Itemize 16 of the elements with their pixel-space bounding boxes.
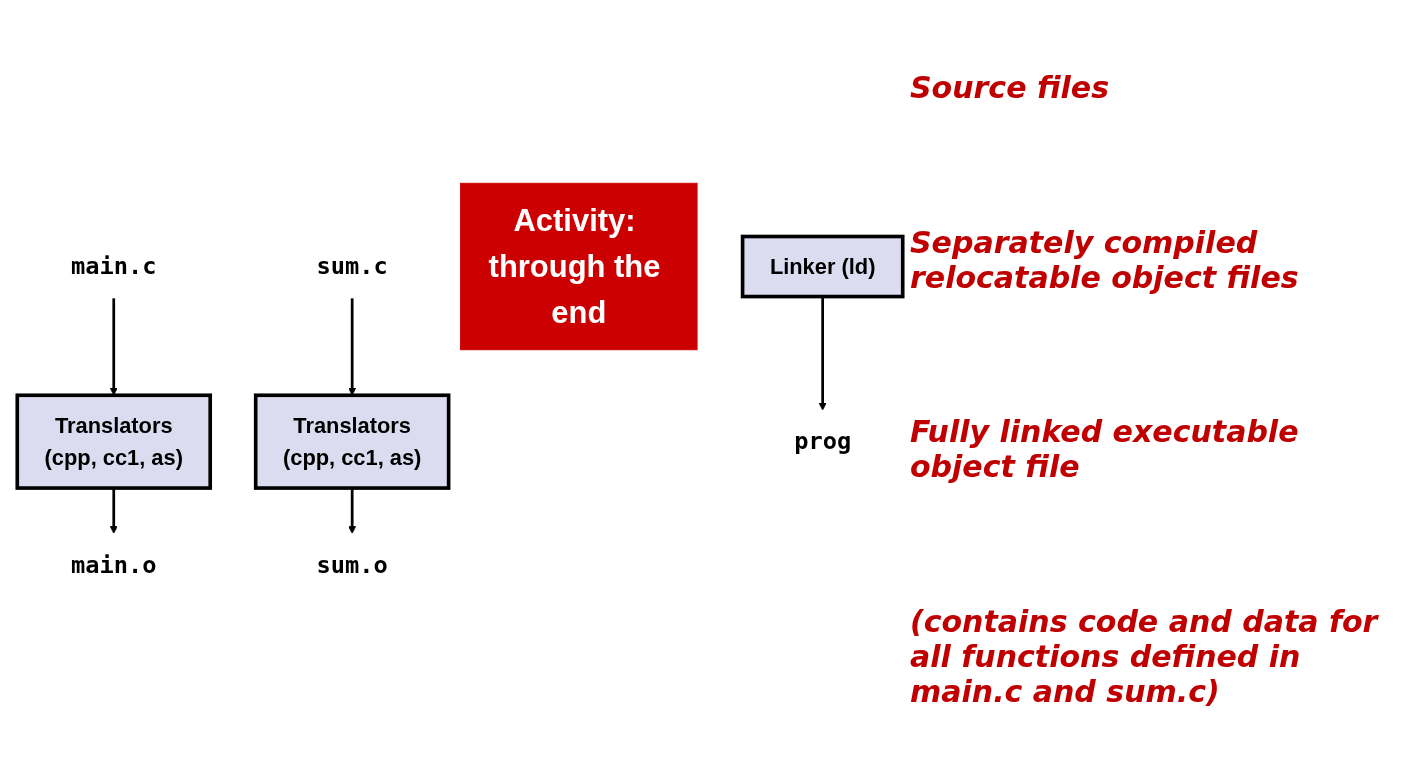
- node-box: Activity: through the end: [460, 182, 698, 350]
- node-box: Linker (ld): [740, 234, 905, 299]
- node-box: Translators (cpp, cc1, as): [15, 393, 213, 490]
- node-text: main.o: [71, 550, 157, 578]
- node-box: Translators (cpp, cc1, as): [253, 393, 451, 490]
- arrow: [818, 296, 827, 411]
- annotation-text: Source files: [910, 69, 1111, 105]
- node-text: prog: [794, 427, 852, 455]
- node-text: sum.c: [316, 252, 388, 280]
- node-text: main.c: [71, 252, 157, 280]
- annotation-text: Fully linked executable object file: [910, 414, 1300, 485]
- arrow: [109, 487, 118, 534]
- annotation-text: (contains code and data for all functions defined in main.c and sum.c): [910, 604, 1380, 710]
- node-text: sum.o: [316, 550, 388, 578]
- arrow: [348, 487, 357, 534]
- annotation-text: Separately compiled relocatable object files: [910, 224, 1300, 295]
